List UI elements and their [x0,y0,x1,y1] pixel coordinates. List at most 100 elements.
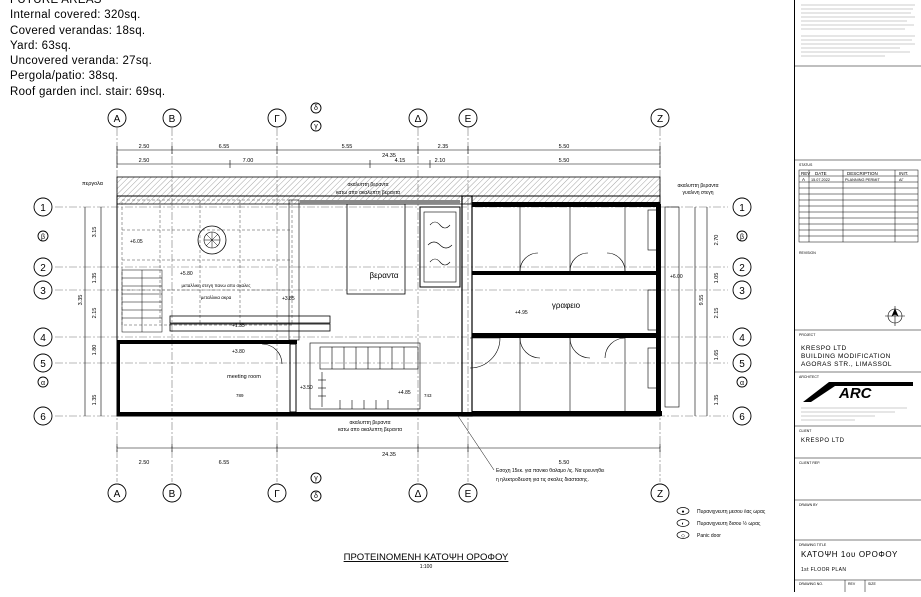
label-level: +6.05 [130,239,143,245]
rev-cell: 15.07.2022 [811,178,830,182]
title-block-svg: STATUS REV DATE DESCRIPTION INIT. A 15.0… [795,4,921,592]
architect-label: ARCHITECT [799,375,820,379]
label-veranda-top2: κατω απο ακαλυπτη βεραντα [336,190,400,196]
grid-bubbles [33,102,752,503]
dimension-lines [84,146,708,452]
logo-text: ARC [838,385,873,402]
label-metal-roof: μεταλλικη στεγη πανω απο σκαλες [181,283,251,288]
label-pergola: περγολα [82,181,104,187]
status-label: STATUS [799,163,813,167]
label-veranda-room: βεραντα [369,271,398,280]
drawing-title-label: DRAWING TITLE [799,543,827,547]
grid-row-label: 6 [40,412,46,423]
grid-row-label: 3 [739,286,745,297]
label-level: +3.85 [282,296,295,302]
label-dim: 743 [424,393,432,398]
grid-row-label: 6 [739,412,745,423]
project-label: PROJECT [799,333,816,337]
grid-row-label: 3 [40,286,46,297]
dim-right-0: 2.70 [714,235,720,246]
label-metal-beams: μεταλλικα ακρα [201,295,232,300]
grid-row-label: 4 [739,333,745,344]
grid-col-label: Ζ [657,114,663,125]
area-line: Uncovered veranda: 27sq. [10,55,153,68]
client-rep-label: CLIENT REP. [799,461,820,465]
client-label: CLIENT [799,429,812,433]
label-level: +5.80 [180,271,193,277]
dim-top2-4: 5.50 [559,158,570,164]
legend-text: Panic door [697,533,721,539]
future-areas-panel: FUTURE AREAS Internal covered: 320sq. Co… [10,0,165,100]
label-glass-roof: γυαλινη στεγη [683,190,714,196]
dim-right-4: 1.35 [714,395,720,406]
central-stair [309,342,421,410]
dim-left-5: 1.35 [92,395,98,406]
dim-top2-0: 2.50 [139,158,150,164]
legend-symbol: ● [681,509,684,515]
label-veranda-right: ακαλυπτη βεραντα [677,183,718,189]
rev-cell: PLANNING PERMIT [845,178,880,182]
label-level: +3.50 [300,385,313,391]
label-office: γραφειο [552,301,581,310]
dim-bot-2: 5.50 [559,460,570,466]
legend: ● ◐ ◇ Πυρανιχνευτη μεσου /ιας ωρας Πυραν… [676,507,766,539]
label-level: +1.35 [232,323,245,329]
area-line: Roof garden incl. stair: 69sq. [10,85,166,98]
aux-row-label: β [740,234,744,241]
note-line: Εσοχη 15εκ. για πανικο θαλαμο /ις. Να ερ… [496,468,604,474]
label-bottom-veranda2: κατω απο ακαλυπτη βεραντα [338,427,402,433]
label-dim: 789 [236,393,244,398]
grid-col-label: Γ [274,114,280,125]
label-level: +6.00 [670,274,683,280]
aux-col-label: δ [314,493,318,500]
project-line: BUILDING MODIFICATION [801,353,891,360]
area-line: Covered verandas: 18sq. [10,24,146,37]
aux-col-label: δ [314,105,318,112]
title-block: STATUS REV DATE DESCRIPTION INIT. A 15.0… [794,0,921,592]
dim-right-2: 2.15 [714,308,720,319]
dim-left-4: 3.35 [78,295,84,306]
grid-col-label: Α [114,489,121,500]
client-name: KRESPO LTD [801,438,845,444]
rev-cell: ΑΓ [899,178,904,182]
legend-symbol: ◐ [681,521,684,527]
drawing-title: ΚΑΤΟΨΗ 1ου ΟΡΟΦΟΥ [801,550,898,559]
dim-left-1: 1.35 [92,273,98,284]
bottom-header: DRAWING NO. [799,582,823,586]
grid-row-label: 1 [739,203,745,214]
dim-left-0: 3.15 [92,227,98,238]
aux-col-label: γ [314,123,318,130]
legend-text: Πυρανιχνευτη μεσου /ιας ωρας [697,509,766,515]
grid-col-label: Β [169,489,176,500]
label-level: +4.85 [398,390,411,396]
dim-right-total: 9.55 [699,295,705,306]
dim-top1-4: 5.50 [559,144,570,150]
floor-plan-drawing: 2.50 6.55 5.55 2.35 5.50 24.35 2.50 7.00… [33,102,766,570]
dim-top1-0: 2.50 [139,144,150,150]
project-line: KRESPO LTD [801,345,847,352]
aux-row-label: α [41,380,45,387]
dim-top1-total: 24.35 [382,153,396,159]
arc-logo: ARC [803,382,913,402]
plan-title: ΠΡΟΤΕΙΝΟΜΕΝΗ ΚΑΤΟΨΗ ΟΡΟΦΟΥ [344,552,509,563]
dim-top1-2: 5.55 [342,144,353,150]
grid-row-label: 1 [40,203,46,214]
label-meeting-room: meeting room [227,374,261,380]
aux-row-label: α [740,380,744,387]
label-bottom-veranda: ακαλυπτη βεραντα [349,420,390,426]
project-line: AGORAS STR., LIMASSOL [801,361,892,368]
plan-scale: 1:100 [420,564,433,570]
legend-symbol: ◇ [681,533,685,539]
dim-top2-1: 7.00 [243,158,254,164]
label-level: +3.80 [232,349,245,355]
rev-header: REV [801,171,810,176]
grid-col-label: Ε [465,114,472,125]
area-line: Pergola/patio: 38sq. [10,70,119,83]
grid-row-label: 2 [739,263,745,274]
revision-label: REVISION [799,251,816,255]
dim-left-3: 1.80 [92,345,98,356]
grid-row-label: 5 [40,359,46,370]
dim-bot-total: 24.35 [382,452,396,458]
aux-col-label: γ [314,475,318,482]
grid-row-label: 4 [40,333,46,344]
